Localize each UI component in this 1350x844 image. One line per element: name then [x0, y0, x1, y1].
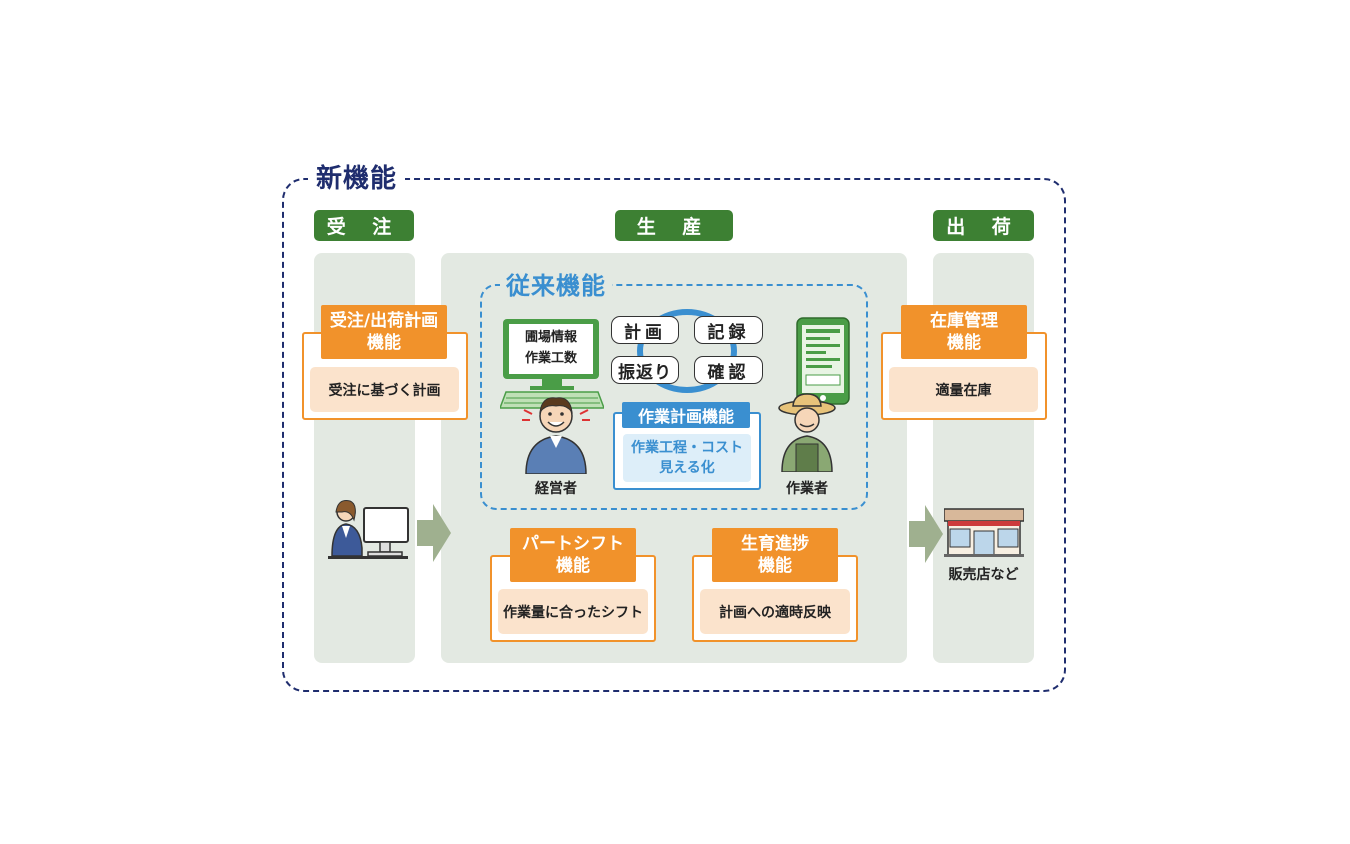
cycle-confirm: 確認 [694, 356, 763, 384]
office-worker-icon [328, 490, 414, 562]
work-plan-title: 作業計画機能 [622, 402, 750, 428]
monitor-line2: 作業工数 [509, 348, 593, 369]
inventory-card-body: 適量在庫 [889, 367, 1038, 412]
arrow-right-icon [417, 504, 451, 562]
manager-person-icon [520, 392, 592, 474]
cycle-plan: 計画 [611, 316, 679, 344]
work-plan-body-line1: 作業工程・コスト [623, 438, 751, 458]
cycle-review: 振返り [611, 356, 679, 384]
cycle-record: 記録 [694, 316, 763, 344]
shift-title-line2: 機能 [556, 555, 590, 577]
growth-title-line1: 生育進捗 [741, 533, 809, 555]
growth-card-body: 計画への適時反映 [700, 589, 850, 634]
column-header-production: 生 産 [615, 210, 733, 241]
worker-label: 作業者 [772, 478, 842, 498]
growth-card-title: 生育進捗 機能 [712, 528, 838, 582]
shift-card-title: パートシフト 機能 [510, 528, 636, 582]
arrow-right-icon [909, 505, 943, 563]
legacy-features-title: 従来機能 [500, 266, 612, 301]
order-plan-title-line1: 受注/出荷計画 [330, 310, 438, 332]
shift-title-line1: パートシフト [522, 533, 624, 555]
work-plan-body: 作業工程・コスト 見える化 [623, 434, 751, 482]
inventory-card-title: 在庫管理 機能 [901, 305, 1027, 359]
inventory-title-line1: 在庫管理 [930, 310, 998, 332]
store-label: 販売店など [933, 564, 1034, 584]
manager-label: 経営者 [520, 478, 592, 498]
store-building-icon [944, 505, 1024, 557]
order-plan-card-title: 受注/出荷計画 機能 [321, 305, 447, 359]
monitor-screen: 圃場情報 作業工数 [509, 324, 593, 374]
shift-card-body: 作業量に合ったシフト [498, 589, 648, 634]
column-header-order: 受 注 [314, 210, 414, 241]
farmer-person-icon [778, 392, 836, 472]
new-features-title: 新機能 [308, 158, 405, 195]
column-header-shipping: 出 荷 [933, 210, 1034, 241]
order-plan-card-body: 受注に基づく計画 [310, 367, 459, 412]
growth-title-line2: 機能 [758, 555, 792, 577]
inventory-title-line2: 機能 [947, 332, 981, 354]
work-plan-body-line2: 見える化 [623, 458, 751, 478]
order-plan-title-line2: 機能 [367, 332, 401, 354]
monitor-line1: 圃場情報 [509, 327, 593, 348]
